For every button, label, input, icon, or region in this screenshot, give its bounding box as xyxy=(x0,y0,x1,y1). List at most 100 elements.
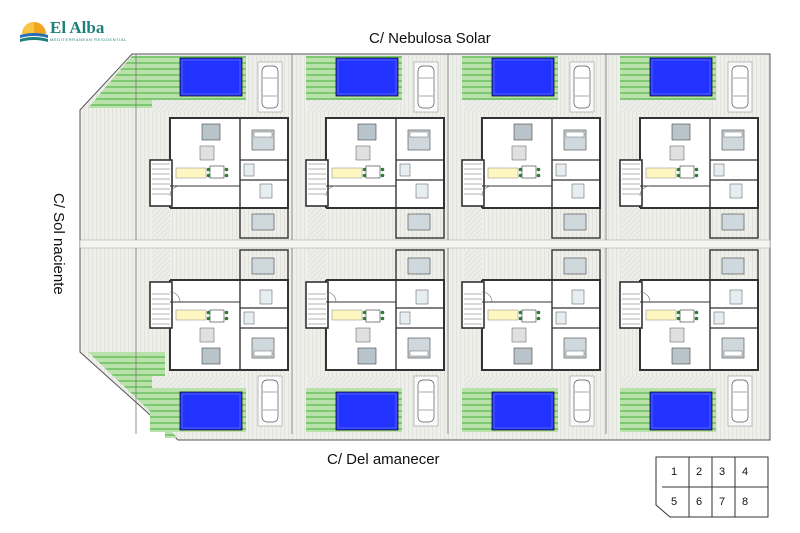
dining-chair xyxy=(518,173,523,178)
car-icon xyxy=(261,65,279,109)
sofa-icon xyxy=(671,123,691,141)
stairs-annex xyxy=(461,281,485,329)
armchair xyxy=(669,145,685,161)
dining-chair xyxy=(206,167,211,172)
dining-chair xyxy=(518,316,523,321)
dining-chair xyxy=(224,316,229,321)
dining-chair xyxy=(224,173,229,178)
bed-icon xyxy=(563,213,587,231)
brand-name: El Alba xyxy=(50,18,105,37)
pool-edge xyxy=(651,393,711,429)
bathroom-fixture xyxy=(555,163,567,177)
door-swing xyxy=(481,185,493,197)
pool-edge xyxy=(493,393,553,429)
pool-icon xyxy=(491,391,555,431)
bedroom-lower xyxy=(239,249,289,281)
dining-chair xyxy=(224,310,229,315)
car-icon xyxy=(261,379,279,423)
patio-paving xyxy=(622,100,712,112)
bathroom-fixture xyxy=(243,311,255,325)
bedroom-lower xyxy=(709,249,759,281)
dining-chair xyxy=(380,316,385,321)
armchair xyxy=(511,145,527,161)
lot-key: 1 2 3 4 5 6 7 8 xyxy=(655,456,769,518)
dining-chair xyxy=(694,316,699,321)
dining-chair xyxy=(694,167,699,172)
side-path xyxy=(464,250,482,280)
stairs-annex xyxy=(619,159,643,207)
house-unit-8 xyxy=(605,248,759,434)
armchair xyxy=(199,145,215,161)
dining-chair xyxy=(362,167,367,172)
pool-edge xyxy=(493,59,553,95)
stairs-annex xyxy=(149,159,173,207)
pool-icon xyxy=(179,57,243,97)
bed-icon xyxy=(251,257,275,275)
kitchen-counter xyxy=(175,167,207,179)
dining-chair xyxy=(536,316,541,321)
house-unit-1 xyxy=(135,54,289,240)
bed-pillows xyxy=(565,350,585,357)
dining-chair xyxy=(676,173,681,178)
dining-table-icon xyxy=(679,309,695,323)
dining-chair xyxy=(694,173,699,178)
house-unit-3 xyxy=(447,54,601,240)
bed-icon xyxy=(563,257,587,275)
side-path xyxy=(308,250,326,280)
pool-edge xyxy=(651,59,711,95)
kitchen-counter xyxy=(175,309,207,321)
pool-edge xyxy=(181,393,241,429)
kitchen-counter xyxy=(645,309,677,321)
bathroom-fixture xyxy=(555,311,567,325)
bedroom-lower xyxy=(551,249,601,281)
lot-key-8: 8 xyxy=(742,496,748,508)
dining-chair xyxy=(362,310,367,315)
patio-paving xyxy=(622,376,712,388)
dining-chair xyxy=(380,173,385,178)
dining-chair xyxy=(536,310,541,315)
bathroom-fixture xyxy=(399,163,411,177)
bed-pillows xyxy=(253,350,273,357)
logo-sun-icon xyxy=(20,22,48,42)
street-label-bottom: C/ Del amanecer xyxy=(327,451,440,468)
dining-chair xyxy=(206,316,211,321)
side-path xyxy=(464,208,482,238)
pool-icon xyxy=(179,391,243,431)
stairs-annex xyxy=(619,281,643,329)
armchair xyxy=(669,327,685,343)
armchair xyxy=(355,145,371,161)
bathroom-fixture xyxy=(713,311,725,325)
side-path xyxy=(622,250,640,280)
dining-table-icon xyxy=(679,165,695,179)
patio-paving xyxy=(308,100,398,112)
pool-icon xyxy=(649,391,713,431)
bathroom-fixture xyxy=(259,289,273,305)
side-path xyxy=(622,208,640,238)
patio-paving xyxy=(152,100,242,112)
sofa-icon xyxy=(513,347,533,365)
dining-table-icon xyxy=(521,165,537,179)
armchair xyxy=(511,327,527,343)
bathroom-fixture xyxy=(243,163,255,177)
lot-key-4: 4 xyxy=(742,466,748,478)
house-unit-7 xyxy=(447,248,601,434)
patio-paving xyxy=(464,100,554,112)
street-label-top: C/ Nebulosa Solar xyxy=(369,30,491,47)
pool-icon xyxy=(335,391,399,431)
bedroom-lower xyxy=(395,249,445,281)
brand-tagline: MEDITERRANEAN RESIDENTIAL xyxy=(50,37,128,42)
car-icon xyxy=(731,65,749,109)
dining-chair xyxy=(518,310,523,315)
door-swing xyxy=(325,185,337,197)
stairs-annex xyxy=(305,281,329,329)
central-walkway xyxy=(79,239,771,249)
bed-icon xyxy=(251,213,275,231)
dining-table-icon xyxy=(521,309,537,323)
sofa-icon xyxy=(513,123,533,141)
lot-key-7: 7 xyxy=(719,496,725,508)
lawn-strip-west-top xyxy=(88,56,165,108)
kitchen-counter xyxy=(487,309,519,321)
bed-pillows xyxy=(723,131,743,138)
